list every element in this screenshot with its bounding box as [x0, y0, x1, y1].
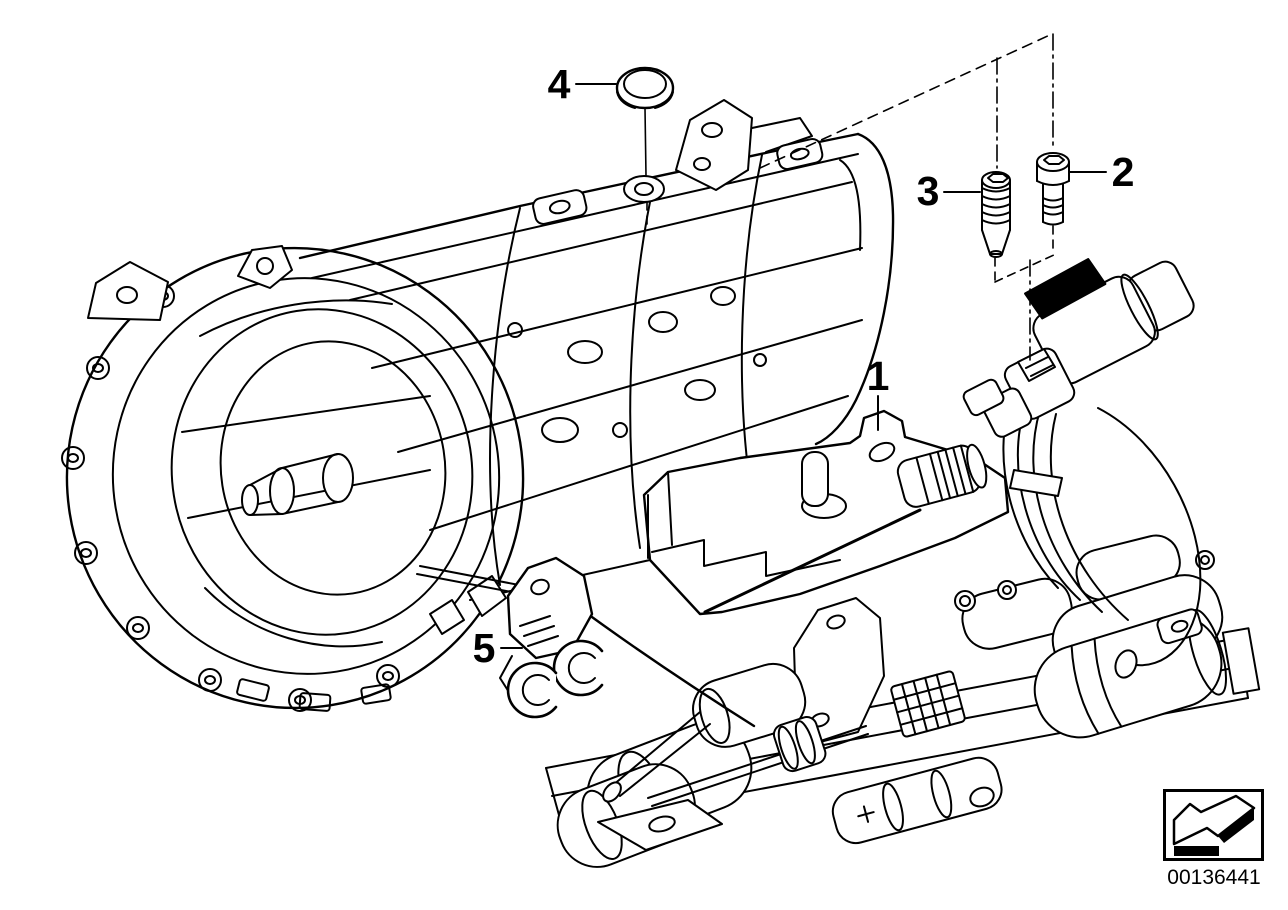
bolt-part2	[1036, 152, 1070, 226]
input-shaft	[241, 453, 354, 516]
view-direction-arrow-icon	[1172, 794, 1256, 856]
detent-pin	[801, 451, 829, 507]
connector-block	[890, 670, 966, 738]
callout-2[interactable]: 2	[1111, 149, 1135, 195]
electrical-plug	[831, 756, 1003, 845]
setscrew-part3	[981, 171, 1011, 258]
callout-1[interactable]: 1	[866, 353, 890, 399]
grommet-part4	[615, 66, 675, 110]
diagram-part-number: 00136441	[1167, 866, 1261, 889]
callout-4[interactable]: 4	[547, 61, 571, 107]
reference-lines	[644, 33, 1057, 361]
bell-housing	[61, 245, 525, 712]
grommet-hole	[623, 175, 665, 203]
pump-assembly	[962, 258, 1202, 679]
flange-bolt-holes	[61, 284, 400, 712]
hydraulic-unit-part1	[545, 409, 1261, 868]
callout-5[interactable]: 5	[472, 625, 496, 671]
callout-3[interactable]: 3	[916, 168, 940, 214]
clamp-bracket-part5	[499, 556, 604, 719]
knurled-cylinder	[896, 443, 988, 508]
callout-leader-lines	[500, 83, 1107, 649]
view-direction-stamp	[1163, 789, 1264, 861]
